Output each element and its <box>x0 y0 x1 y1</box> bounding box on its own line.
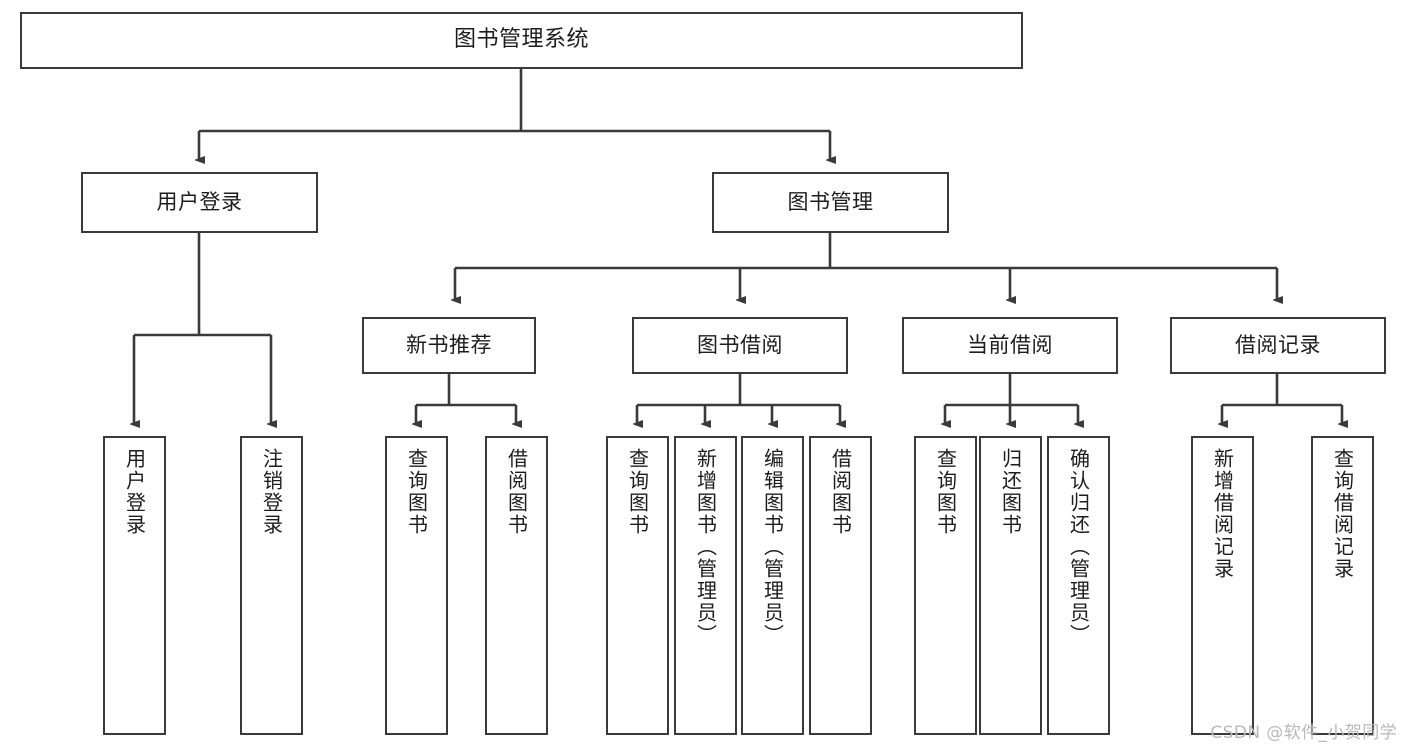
leaf-borrow-book[interactable]: 借阅图书 <box>809 436 872 735</box>
leaf-confirm-return-admin[interactable]: 确认归还（管理员） <box>1047 436 1110 735</box>
leaf-query-book-recommend[interactable]: 查询图书 <box>385 436 448 735</box>
node-label: 确认归还（管理员） <box>1066 448 1091 646</box>
leaf-edit-book-admin[interactable]: 编辑图书（管理员） <box>741 436 804 735</box>
node-new-book-recommend[interactable]: 新书推荐 <box>362 317 536 374</box>
leaf-query-borrow-record[interactable]: 查询借阅记录 <box>1311 436 1374 735</box>
node-user-login[interactable]: 用户登录 <box>81 172 318 233</box>
node-label: 注销登录 <box>259 448 284 536</box>
node-label: 图书管理系统 <box>453 27 589 53</box>
leaf-add-book-admin[interactable]: 新增图书（管理员） <box>674 436 737 735</box>
leaf-user-login[interactable]: 用户登录 <box>103 436 166 735</box>
watermark-text: CSDN @软件_小贺同学 <box>1210 723 1397 743</box>
leaf-add-borrow-record[interactable]: 新增借阅记录 <box>1191 436 1254 735</box>
leaf-query-book-borrow[interactable]: 查询图书 <box>606 436 669 735</box>
node-label: 图书管理 <box>787 189 874 214</box>
node-label: 当前借阅 <box>967 332 1053 357</box>
node-label: 用户登录 <box>156 189 243 214</box>
node-label: 查询借阅记录 <box>1330 448 1355 580</box>
leaf-query-book-current[interactable]: 查询图书 <box>914 436 977 735</box>
node-label: 编辑图书（管理员） <box>760 448 785 646</box>
node-label: 用户登录 <box>122 448 147 536</box>
leaf-borrow-book-recommend[interactable]: 借阅图书 <box>485 436 548 735</box>
node-current-borrow[interactable]: 当前借阅 <box>902 317 1118 374</box>
node-label: 借阅图书 <box>504 448 529 536</box>
node-label: 查询图书 <box>404 448 429 536</box>
node-book-borrow[interactable]: 图书借阅 <box>632 317 848 374</box>
node-label: 新增借阅记录 <box>1210 448 1235 580</box>
node-label: 新书推荐 <box>406 332 492 357</box>
leaf-return-book[interactable]: 归还图书 <box>979 436 1042 735</box>
node-label: 新增图书（管理员） <box>693 448 718 646</box>
node-label: 借阅图书 <box>828 448 853 536</box>
node-book-management[interactable]: 图书管理 <box>712 172 949 233</box>
node-label: 查询图书 <box>933 448 958 536</box>
node-label: 借阅记录 <box>1235 332 1321 357</box>
node-label: 归还图书 <box>998 448 1023 536</box>
node-root-system[interactable]: 图书管理系统 <box>20 12 1023 69</box>
node-label: 查询图书 <box>625 448 650 536</box>
leaf-logout[interactable]: 注销登录 <box>240 436 303 735</box>
node-borrow-record[interactable]: 借阅记录 <box>1170 317 1386 374</box>
node-label: 图书借阅 <box>697 332 783 357</box>
